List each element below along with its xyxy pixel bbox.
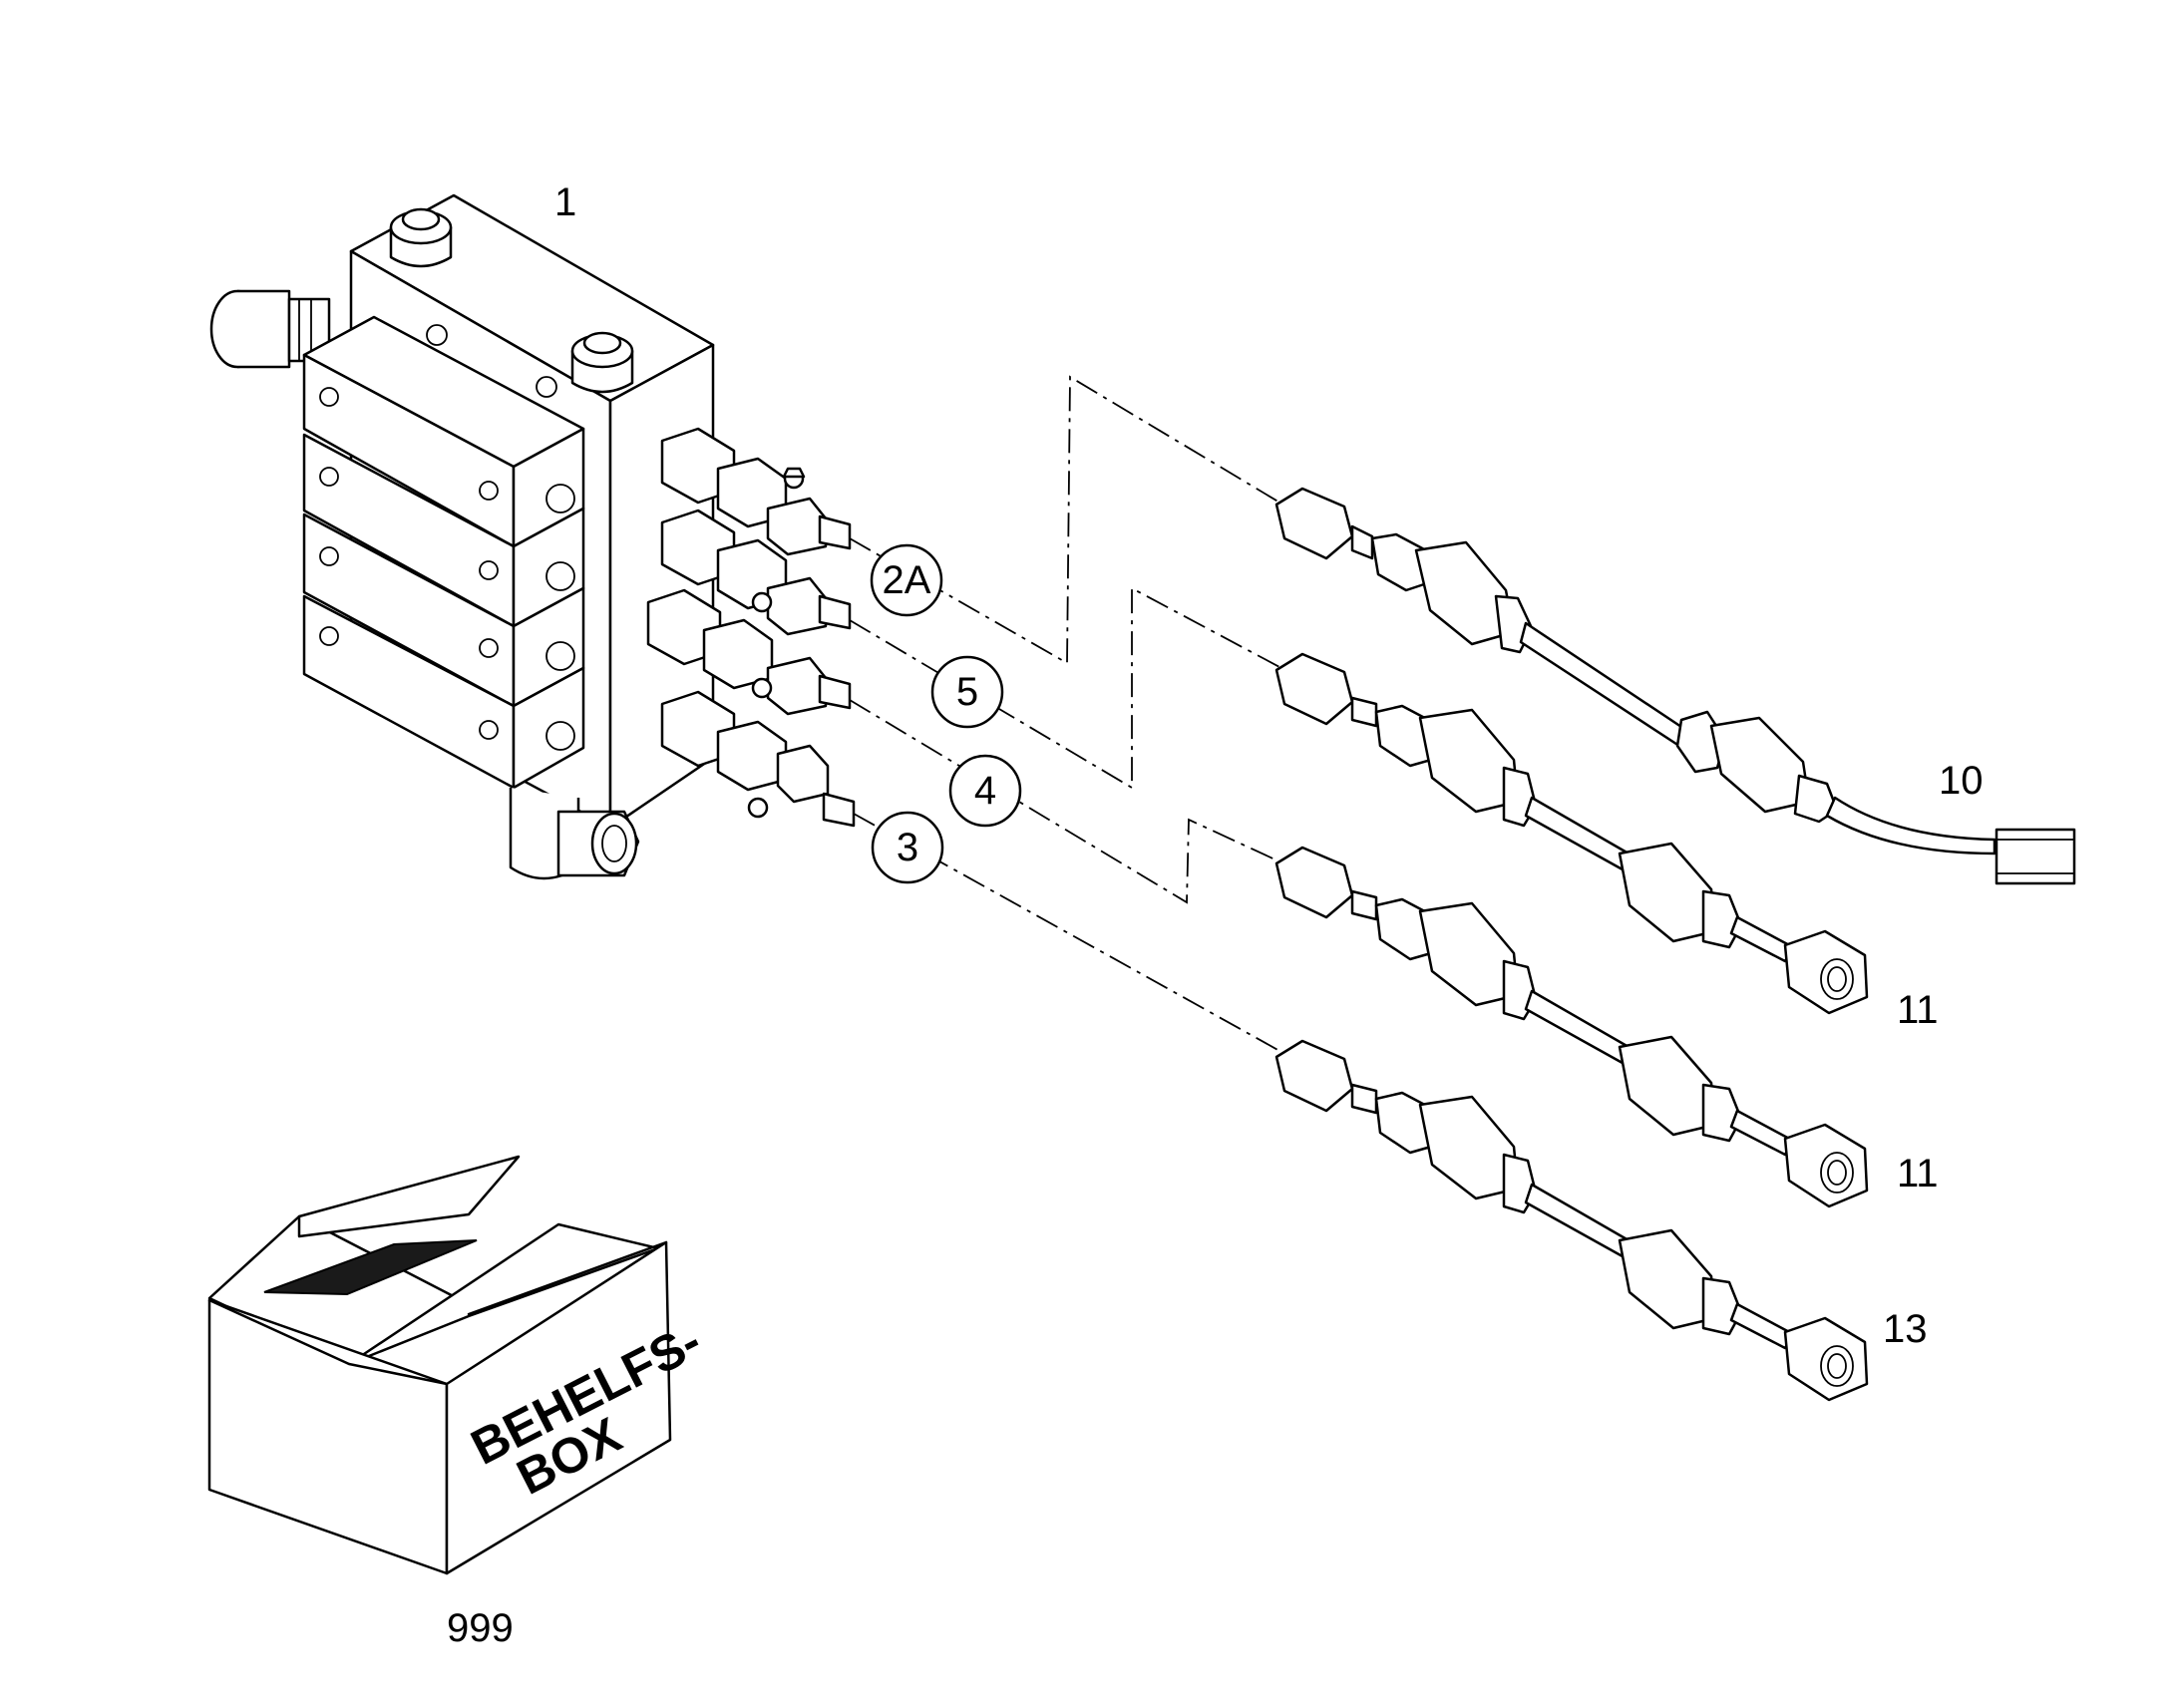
metering-section: [302, 433, 585, 628]
metering-section: [302, 594, 585, 790]
callout-5: 5: [930, 655, 1004, 729]
part-label-10: 10: [1939, 759, 1984, 803]
hose-assembly-11b: [1274, 846, 1869, 1208]
outlet-fitting: [660, 427, 852, 556]
top-cap-nut: [389, 207, 453, 268]
spare-parts-box: BEHELFS- BOX: [207, 1155, 710, 1575]
hose-assembly-11a: [1274, 652, 1869, 1015]
part-label-11: 11: [1897, 988, 1939, 1032]
top-cap-nut: [570, 331, 634, 394]
leader-lines: [849, 375, 1282, 1053]
outlet-fitting: [646, 588, 852, 716]
part-label-11-second: 11: [1897, 1152, 1939, 1196]
part-label-13: 13: [1883, 1307, 1928, 1351]
callout-3: 3: [871, 811, 944, 884]
hose-assembly-13: [1274, 1039, 1869, 1402]
bottom-outlet-fitting: [509, 788, 640, 880]
callout-4: 4: [948, 754, 1022, 828]
part-label-1: 1: [554, 180, 576, 224]
outlet-fitting: [660, 509, 852, 636]
inlet-fitting: [209, 289, 331, 369]
part-label-999: 999: [447, 1606, 514, 1650]
callout-2a: 2A: [870, 543, 943, 617]
outlet-fitting: [660, 690, 856, 828]
distributor-block: [209, 193, 856, 880]
callout-4-text: 4: [974, 769, 996, 813]
hose-assembly-10: [1274, 487, 2076, 885]
callout-5-text: 5: [956, 670, 978, 714]
callout-2a-text: 2A: [883, 558, 931, 602]
callout-3-text: 3: [897, 826, 918, 869]
